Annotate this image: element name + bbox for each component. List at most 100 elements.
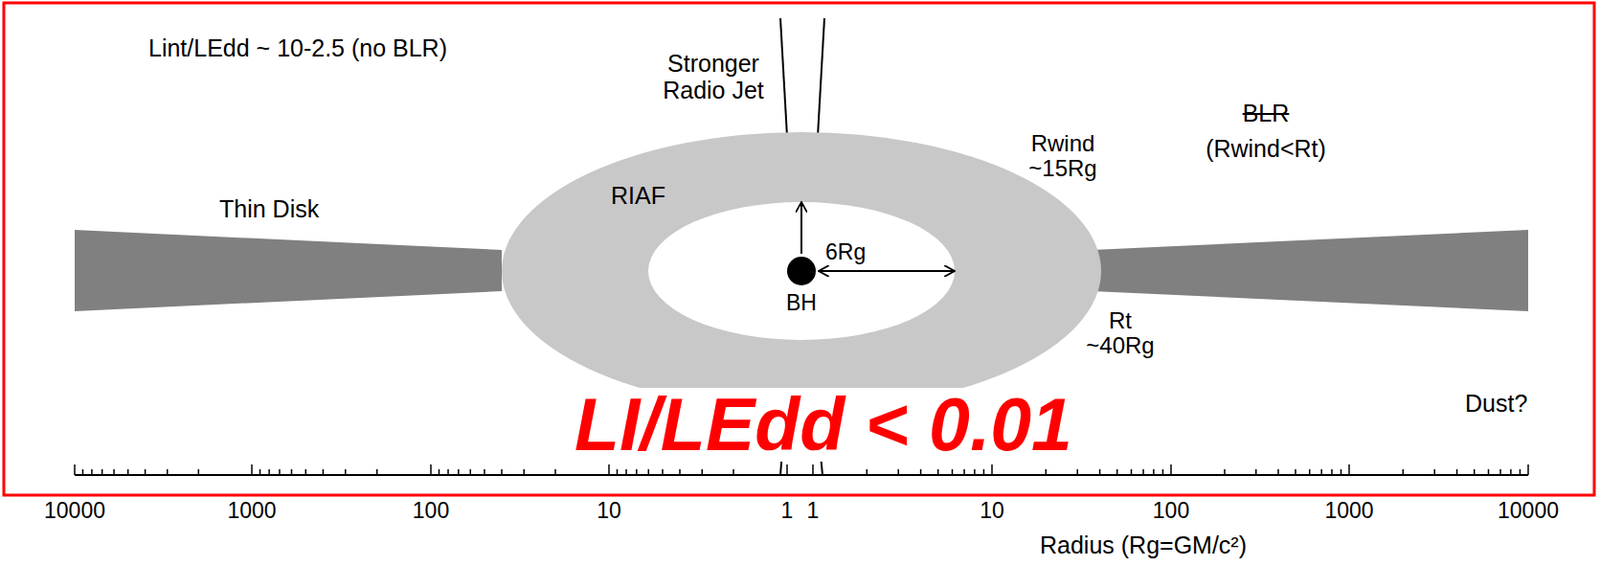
- axis-tick: [268, 469, 271, 475]
- axis-tick: [198, 469, 201, 475]
- axis-tick: [259, 469, 262, 475]
- axis-tick: [963, 469, 966, 475]
- axis-tick: [305, 469, 308, 475]
- axis-tick: [438, 469, 441, 475]
- axis-tick: [732, 469, 735, 475]
- axis-tick-label: 1000: [1324, 498, 1374, 523]
- wind-radius-label: Rwind ~15Rg: [1014, 131, 1111, 182]
- axis-tick: [1152, 469, 1155, 475]
- axis-tick: [1348, 464, 1351, 475]
- axis-tick: [608, 464, 610, 475]
- axis-tick: [1320, 469, 1323, 475]
- axis-tick: [1473, 469, 1476, 475]
- axis-tick-label: 1000: [226, 498, 276, 523]
- axis-tick: [127, 469, 130, 475]
- axis-tick: [1340, 469, 1343, 475]
- axis-tick: [648, 469, 651, 475]
- axis-tick: [897, 469, 900, 475]
- axis-tick: [112, 469, 115, 475]
- riaf-inner: [648, 202, 955, 340]
- axis-tick: [1487, 469, 1490, 475]
- axis-tick: [1255, 469, 1258, 475]
- axis-tick: [344, 469, 347, 475]
- axis-tick: [470, 469, 473, 475]
- axis-title: Radius (Rg=GM/c²): [1039, 532, 1247, 560]
- axis-tick: [1456, 469, 1459, 475]
- axis-tick: [811, 464, 814, 475]
- blr-condition: (Rwind<Rt): [1205, 135, 1327, 163]
- axis-tick: [500, 469, 503, 475]
- axis-tick: [429, 464, 432, 475]
- axis-tick: [1116, 469, 1119, 475]
- axis-tick-label: 10: [979, 498, 1005, 523]
- radius-label: 6Rg: [825, 240, 866, 265]
- crossed-blr: BLR: [1242, 100, 1290, 128]
- disk-label: Thin Disk: [219, 196, 319, 224]
- axis-tick: [1099, 469, 1102, 475]
- axis-tick: [278, 469, 281, 475]
- axis-tick: [1162, 469, 1165, 475]
- axis-ticks: [74, 464, 1529, 475]
- riaf-torus: RIAF BH: [500, 131, 1103, 411]
- black-hole: BH: [787, 256, 816, 286]
- axis-tick: [447, 469, 450, 475]
- axis-tick: [951, 469, 954, 475]
- axis-tick: [1045, 469, 1048, 475]
- axis-tick: [1308, 469, 1311, 475]
- axis-tick: [457, 469, 460, 475]
- eddington-ratio: LI/LEdd < 0.01: [570, 387, 1077, 462]
- axis-tick: [1402, 469, 1405, 475]
- axis-tick: [1519, 469, 1522, 475]
- riaf-outer: [501, 132, 1102, 410]
- axis-tick-label: 10000: [44, 498, 106, 523]
- axis-tick: [1294, 469, 1297, 475]
- axis-tick: [616, 469, 619, 475]
- radius-arrow: [818, 270, 955, 272]
- axis-tick: [1142, 469, 1145, 475]
- axis-tick: [1509, 469, 1512, 475]
- black-hole-shape: [787, 256, 816, 286]
- black-hole-disc: [787, 256, 816, 286]
- axis-tick: [554, 469, 557, 475]
- truncation-radius-label: Rt ~40Rg: [1072, 308, 1169, 360]
- axis-tick: [973, 469, 976, 475]
- axis-tick: [1433, 469, 1436, 475]
- axis-tick-label: 10: [596, 498, 622, 523]
- axis-tick: [983, 469, 986, 475]
- axis-tick: [678, 469, 681, 475]
- axis-tick: [1170, 464, 1172, 475]
- axis-tick-label: 1: [781, 498, 794, 523]
- axis-tick: [1277, 469, 1280, 475]
- axis-tick: [144, 469, 147, 475]
- axis-tick: [920, 469, 923, 475]
- luminosity-note: Lint/LEdd ~ 10-2.5 (no BLR): [148, 35, 448, 63]
- highlight-frame: [3, 2, 1595, 496]
- axis-tick: [523, 469, 526, 475]
- axis-tick: [1527, 464, 1530, 475]
- axis-tick: [1130, 469, 1133, 475]
- axis-tick: [166, 469, 169, 475]
- axis-tick-label: 10000: [1497, 498, 1559, 523]
- dust-label: Dust?: [1464, 390, 1528, 418]
- axis-tick-label: 100: [1152, 498, 1190, 523]
- axis-tick: [786, 464, 789, 475]
- radius-arrow: [800, 202, 803, 254]
- axis-tick: [250, 464, 253, 475]
- axis-tick: [991, 464, 993, 475]
- axis-tick: [101, 469, 104, 475]
- axis-tick: [291, 469, 293, 475]
- axis-tick-label: 100: [412, 498, 450, 523]
- axis-tick: [483, 469, 486, 475]
- axis-tick: [73, 464, 76, 475]
- axis-tick: [376, 469, 379, 475]
- axis-tick: [661, 469, 664, 475]
- axis-tick: [1499, 469, 1502, 475]
- riaf-label: RIAF: [610, 182, 666, 210]
- axis-tick: [866, 469, 869, 475]
- axis-tick: [625, 469, 628, 475]
- axis-tick: [1330, 469, 1333, 475]
- thin-disk-wedge: [74, 229, 502, 312]
- axis-tick: [1223, 469, 1226, 475]
- axis-tick: [635, 469, 638, 475]
